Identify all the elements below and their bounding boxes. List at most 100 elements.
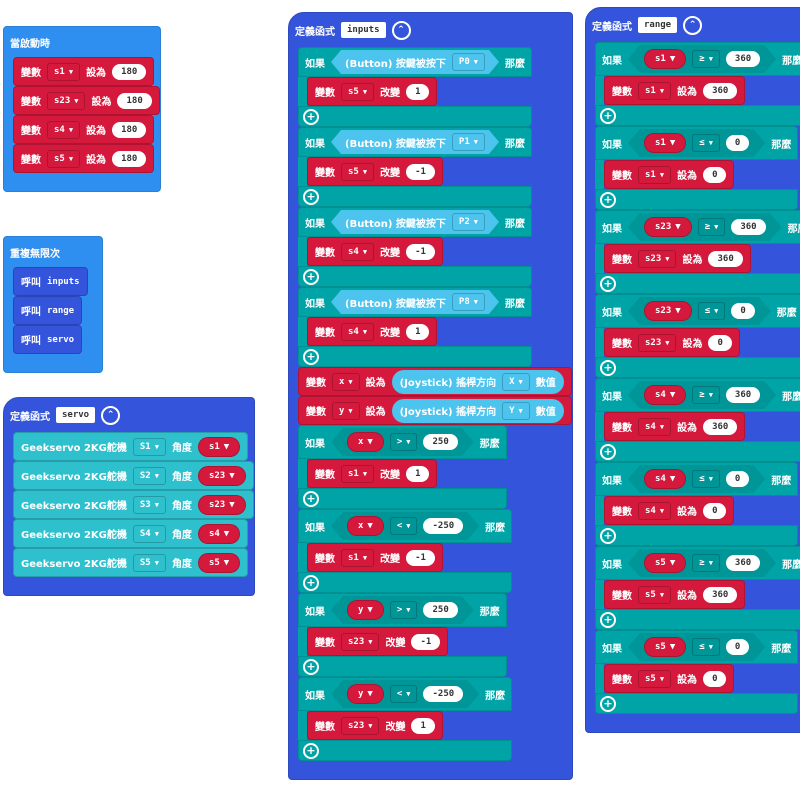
- collapse-icon[interactable]: ⌃: [101, 405, 121, 425]
- variable-dropdown[interactable]: s4▼: [341, 322, 375, 341]
- servo-port-dropdown[interactable]: S5▼: [132, 553, 166, 572]
- angle-variable-dropdown[interactable]: s4▼: [197, 523, 241, 544]
- variable-dropdown[interactable]: s23▼: [341, 632, 380, 651]
- compare-condition[interactable]: x▼<▼-250: [331, 512, 479, 540]
- value-input[interactable]: 180: [112, 63, 147, 80]
- left-variable[interactable]: x▼: [347, 432, 384, 452]
- plus-icon[interactable]: +: [303, 574, 319, 591]
- value-input[interactable]: 180: [112, 150, 147, 167]
- pin-dropdown[interactable]: P8▼: [452, 293, 485, 311]
- left-variable[interactable]: s23▼: [644, 301, 692, 321]
- function-name-field[interactable]: servo: [56, 407, 96, 423]
- servo-port-dropdown[interactable]: S1▼: [132, 437, 166, 456]
- variable-dropdown[interactable]: s1▼: [638, 165, 672, 184]
- compare-condition[interactable]: s1▼≤▼0: [628, 129, 765, 157]
- compare-condition[interactable]: s23▼≥▼360: [628, 213, 782, 241]
- variable-dropdown[interactable]: x▼: [332, 372, 360, 391]
- variable-dropdown[interactable]: s23▼: [638, 333, 677, 352]
- operator-dropdown[interactable]: ≤▼: [698, 302, 726, 320]
- value-input[interactable]: 180: [112, 121, 147, 138]
- plus-icon[interactable]: +: [303, 742, 319, 759]
- variable-dropdown[interactable]: y▼: [332, 401, 360, 420]
- variable-dropdown[interactable]: s4▼: [47, 120, 81, 139]
- variable-dropdown[interactable]: s5▼: [638, 585, 672, 604]
- servo-port-dropdown[interactable]: S3▼: [132, 495, 166, 514]
- right-value-input[interactable]: 0: [726, 135, 749, 151]
- function-name-field[interactable]: range: [638, 17, 678, 33]
- variable-dropdown[interactable]: s5▼: [341, 82, 375, 101]
- value-input[interactable]: 0: [708, 334, 732, 351]
- value-input[interactable]: 1: [411, 717, 435, 734]
- left-variable[interactable]: y▼: [347, 600, 384, 620]
- angle-variable-dropdown[interactable]: s23▼: [197, 465, 246, 486]
- value-input[interactable]: 1: [406, 465, 430, 482]
- plus-icon[interactable]: +: [600, 359, 616, 376]
- plus-icon[interactable]: +: [303, 108, 319, 125]
- angle-variable-dropdown[interactable]: s5▼: [197, 552, 241, 573]
- variable-dropdown[interactable]: s1▼: [341, 464, 375, 483]
- operator-dropdown[interactable]: ≤▼: [692, 638, 720, 656]
- servo-port-dropdown[interactable]: S2▼: [132, 466, 166, 485]
- operator-dropdown[interactable]: ≥▼: [692, 386, 720, 404]
- plus-icon[interactable]: +: [600, 611, 616, 628]
- plus-icon[interactable]: +: [600, 527, 616, 544]
- operator-dropdown[interactable]: ≥▼: [692, 554, 720, 572]
- angle-variable-dropdown[interactable]: s23▼: [197, 494, 246, 515]
- plus-icon[interactable]: +: [600, 695, 616, 712]
- value-input[interactable]: 1: [406, 83, 430, 100]
- compare-condition[interactable]: y▼>▼250: [331, 596, 474, 624]
- compare-condition[interactable]: s4▼≥▼360: [628, 381, 776, 409]
- plus-icon[interactable]: +: [303, 268, 319, 285]
- right-value-input[interactable]: 360: [726, 387, 760, 403]
- compare-condition[interactable]: s5▼≤▼0: [628, 633, 765, 661]
- left-variable[interactable]: y▼: [347, 684, 384, 704]
- value-input[interactable]: 0: [703, 166, 727, 183]
- pin-dropdown[interactable]: P1▼: [452, 133, 485, 151]
- variable-dropdown[interactable]: s4▼: [638, 417, 672, 436]
- value-input[interactable]: 360: [708, 250, 743, 267]
- value-input[interactable]: 180: [117, 92, 152, 109]
- collapse-icon[interactable]: ⌃: [683, 15, 703, 35]
- right-value-input[interactable]: 360: [726, 51, 760, 67]
- variable-dropdown[interactable]: s23▼: [341, 716, 380, 735]
- variable-dropdown[interactable]: s5▼: [638, 669, 672, 688]
- right-value-input[interactable]: 360: [731, 219, 765, 235]
- compare-condition[interactable]: x▼>▼250: [331, 428, 474, 456]
- plus-icon[interactable]: +: [303, 490, 319, 507]
- collapse-icon[interactable]: ⌃: [391, 20, 411, 40]
- pin-dropdown[interactable]: P2▼: [452, 213, 485, 231]
- right-value-input[interactable]: 0: [726, 639, 749, 655]
- right-value-input[interactable]: -250: [423, 686, 463, 702]
- compare-condition[interactable]: s5▼≥▼360: [628, 549, 776, 577]
- variable-dropdown[interactable]: s1▼: [341, 548, 375, 567]
- value-input[interactable]: 360: [703, 586, 738, 603]
- variable-dropdown[interactable]: s4▼: [638, 501, 672, 520]
